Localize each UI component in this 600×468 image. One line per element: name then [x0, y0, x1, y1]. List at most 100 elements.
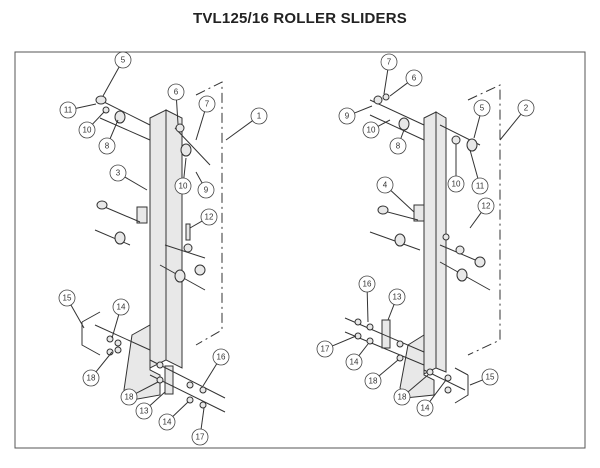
leader-line — [200, 407, 205, 430]
right-callout-6: 6 — [389, 69, 423, 97]
callout-number: 4 — [383, 181, 388, 190]
callout-number: 12 — [482, 202, 491, 211]
callout-number: 7 — [387, 58, 392, 67]
left-callout-14: 14 — [158, 401, 189, 431]
left-callout-17: 17 — [191, 407, 209, 446]
callout-number: 6 — [412, 74, 417, 83]
leader-line — [366, 291, 369, 323]
left-callout-1: 1 — [225, 107, 268, 141]
right-callout-8: 8 — [389, 129, 407, 155]
left-callout-14: 14 — [111, 298, 130, 339]
right-callout-10: 10 — [447, 144, 465, 193]
callout-number: 18 — [87, 374, 96, 383]
left-callout-10: 10 — [78, 111, 105, 139]
leader-line — [70, 304, 85, 329]
callout-number: 10 — [179, 182, 188, 191]
leader-line — [400, 129, 405, 139]
left-callout-11: 11 — [59, 101, 97, 119]
callout-number: 14 — [163, 418, 172, 427]
leader-line — [195, 171, 203, 184]
bracket-right — [413, 204, 425, 222]
right-callout-4: 4 — [376, 176, 415, 213]
callout-number: 5 — [121, 56, 126, 65]
leader-line — [378, 359, 399, 377]
right-callout-14: 14 — [345, 343, 369, 371]
right-callout-13: 13 — [387, 288, 406, 321]
callout-number: 16 — [363, 280, 372, 289]
right-callout-18: 18 — [364, 359, 399, 390]
right-callout-17: 17 — [316, 335, 357, 358]
left-callout-8: 8 — [98, 119, 119, 155]
leader-line — [469, 149, 479, 179]
right-callout-10: 10 — [362, 119, 391, 139]
callout-number: 5 — [480, 104, 485, 113]
leader-line — [469, 212, 482, 229]
right-callout-11: 11 — [469, 149, 489, 195]
callout-number: 11 — [64, 106, 73, 115]
callouts-right: 7 6 9 10 8 5 2 10 11 4 12 13 16 17 14 18 18 14 15 — [316, 53, 535, 417]
leader-line — [383, 69, 389, 95]
left-callout-9: 9 — [195, 171, 215, 199]
left-callout-18: 18 — [82, 351, 113, 387]
left-callout-15: 15 — [58, 289, 85, 329]
callout-number: 15 — [486, 373, 495, 382]
diagram-border — [14, 51, 586, 449]
callout-number: 2 — [524, 104, 529, 113]
frame-outline-right — [467, 84, 501, 356]
leader-line — [387, 304, 395, 321]
rail-right-side — [435, 111, 447, 373]
left-assembly — [81, 81, 226, 413]
callout-number: 9 — [345, 112, 350, 121]
callout-number: 17 — [321, 345, 330, 354]
left-callout-10: 10 — [174, 157, 192, 195]
right-callout-16: 16 — [358, 275, 376, 323]
callout-number: 14 — [117, 303, 126, 312]
leader-line — [111, 314, 120, 339]
leader-line — [124, 176, 148, 191]
leader-line — [407, 374, 429, 393]
callout-number: 14 — [421, 404, 430, 413]
leader-line — [429, 379, 447, 402]
callout-number: 7 — [205, 100, 210, 109]
right-callout-15: 15 — [469, 368, 499, 386]
callout-number: 1 — [257, 112, 262, 121]
leader-line — [389, 82, 408, 97]
callout-number: 8 — [396, 142, 401, 151]
callout-number: 10 — [452, 180, 461, 189]
leader-line — [469, 379, 483, 386]
left-callout-12: 12 — [189, 208, 218, 229]
right-callout-12: 12 — [469, 197, 495, 229]
leader-line — [175, 99, 179, 125]
leader-line — [109, 119, 119, 139]
rail-left-side — [165, 109, 183, 369]
leader-line — [358, 343, 369, 356]
leader-line — [102, 66, 120, 97]
left-callout-7: 7 — [195, 95, 216, 141]
right-callout-2: 2 — [499, 99, 535, 141]
leader-line — [149, 391, 166, 407]
callout-number: 16 — [217, 353, 226, 362]
left-callout-3: 3 — [109, 164, 148, 191]
leader-line — [473, 115, 481, 139]
left-callout-18: 18 — [120, 381, 159, 406]
rail-left — [149, 109, 167, 369]
leader-line — [499, 113, 522, 141]
leader-line — [75, 103, 97, 109]
frame-outline-left — [195, 81, 223, 346]
right-callout-14: 14 — [416, 379, 447, 417]
right-callout-7: 7 — [380, 53, 398, 95]
leader-line — [95, 351, 113, 373]
callout-number: 9 — [204, 186, 209, 195]
callout-number: 13 — [393, 293, 402, 302]
right-callout-18: 18 — [393, 374, 429, 406]
callout-number: 10 — [83, 126, 92, 135]
spacer-plate-left — [164, 365, 174, 395]
hardware-left — [81, 95, 226, 413]
leader-line — [354, 105, 373, 114]
callout-number: 12 — [205, 213, 214, 222]
callout-number: 18 — [398, 393, 407, 402]
callout-number: 14 — [350, 358, 359, 367]
callout-number: 3 — [116, 169, 121, 178]
